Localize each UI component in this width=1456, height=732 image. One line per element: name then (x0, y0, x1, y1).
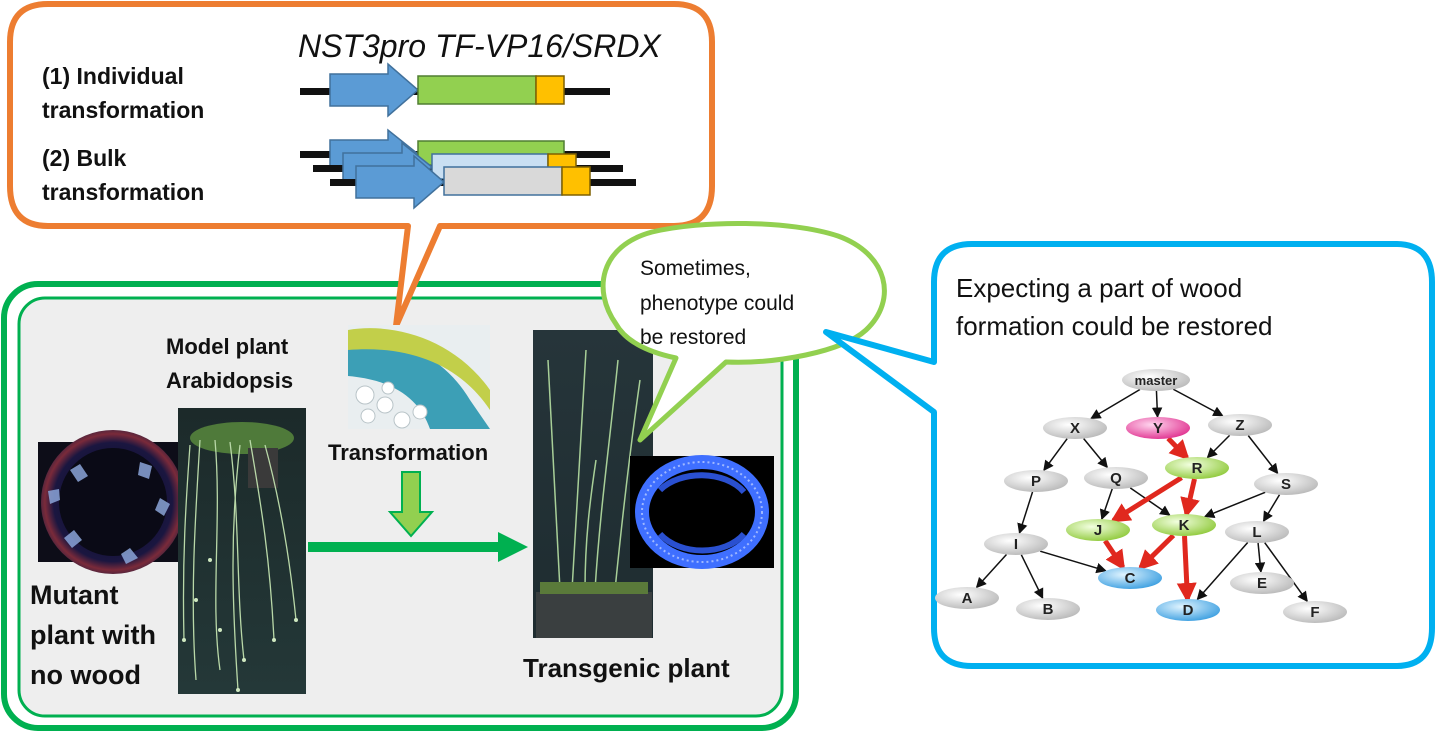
mutant-cross-section-image (38, 430, 188, 574)
transformation-label: Transformation (328, 440, 488, 465)
edge-Z-R (1206, 434, 1231, 459)
node-X (1043, 417, 1107, 439)
edge-I-B (1020, 554, 1044, 600)
edge-Q-J (1099, 488, 1113, 521)
bulk-transformation-label: (2) Bulk transformation (42, 145, 204, 205)
bubble-line-1: Sometimes, (640, 257, 751, 280)
speech-bubble (600, 220, 887, 443)
individual-line-2: transformation (42, 97, 204, 123)
edge-S-L (1262, 494, 1281, 523)
node-label-F: F (1310, 604, 1319, 621)
edge-X-P (1043, 438, 1068, 472)
model-plant-image (178, 408, 306, 694)
node-Y (1126, 417, 1190, 439)
edge-R-K (1180, 478, 1200, 518)
node-J (1066, 519, 1130, 541)
mutant-line-2: plant with (30, 620, 156, 650)
mutant-plant-label: Mutant plant with no wood (30, 580, 164, 690)
bulk-constructs (300, 128, 636, 210)
bulk-line-2: transformation (42, 179, 204, 205)
node-label-P: P (1031, 473, 1041, 490)
construct-title: NST3pro TF-VP16/SRDX (298, 28, 662, 64)
edge-master-X (1090, 388, 1141, 420)
right-arrow-icon (308, 532, 528, 562)
transgenic-cross-section-image (630, 455, 774, 569)
node-label-Z: Z (1235, 417, 1244, 434)
mutant-line-1: Mutant (30, 580, 118, 610)
bulk-line-1: (2) Bulk (42, 145, 127, 171)
individual-line-1: (1) Individual (42, 63, 184, 89)
node-F (1283, 601, 1347, 623)
node-E (1230, 572, 1294, 594)
node-master (1122, 369, 1190, 391)
edge-K-D (1176, 535, 1197, 603)
node-S (1254, 473, 1318, 495)
edge-Z-S (1247, 435, 1279, 475)
node-label-master: master (1135, 373, 1178, 388)
node-P (1004, 470, 1068, 492)
edge-L-D (1196, 542, 1249, 601)
node-D (1156, 599, 1220, 621)
expectation-text: Expecting a part of wood formation could… (956, 273, 1273, 341)
node-label-R: R (1192, 460, 1203, 477)
node-label-Q: Q (1110, 470, 1122, 487)
node-label-S: S (1281, 476, 1291, 493)
bubble-line-3: be restored (640, 326, 746, 349)
edge-J-C (1103, 539, 1126, 571)
edge-R-J (1110, 475, 1183, 523)
transformation-stain-image (348, 325, 490, 429)
model-plant-label: Model plant Arabidopsis (166, 334, 294, 393)
edge-master-Z (1172, 388, 1224, 417)
edge-L-E (1254, 542, 1266, 574)
edge-Q-K (1129, 487, 1171, 516)
speech-bubble-text: Sometimes, phenotype could be restored (640, 257, 800, 349)
node-label-I: I (1014, 536, 1018, 553)
node-label-J: J (1094, 522, 1102, 539)
node-label-C: C (1125, 570, 1136, 587)
node-label-L: L (1252, 524, 1261, 541)
individual-transformation-label: (1) Individual transformation (42, 63, 204, 123)
node-I (984, 533, 1048, 555)
model-plant-line-1: Model plant (166, 334, 289, 359)
transgenic-plant-label: Transgenic plant (523, 653, 730, 683)
node-label-K: K (1179, 517, 1190, 534)
node-label-E: E (1257, 575, 1267, 592)
edge-L-F (1264, 542, 1308, 603)
node-C (1098, 567, 1162, 589)
mutant-line-3: no wood (30, 660, 141, 690)
edge-I-C (1039, 550, 1107, 574)
individual-construct (300, 62, 610, 118)
edge-K-C (1137, 533, 1176, 571)
bubble-line-2: phenotype could (640, 292, 794, 315)
node-R (1165, 457, 1229, 479)
expectation-callout (823, 241, 1435, 669)
node-label-Y: Y (1153, 420, 1163, 437)
node-Z (1208, 414, 1272, 436)
node-B (1016, 598, 1080, 620)
node-K (1152, 514, 1216, 536)
edge-master-Y (1151, 390, 1163, 419)
node-label-X: X (1070, 420, 1080, 437)
node-label-B: B (1043, 601, 1054, 618)
edge-I-A (975, 553, 1008, 589)
transgenic-plant-image (533, 330, 653, 638)
edge-Y-R (1166, 436, 1190, 461)
down-arrow-icon (387, 471, 435, 538)
node-Q (1084, 467, 1148, 489)
node-L (1225, 521, 1289, 543)
edge-X-Q (1083, 438, 1108, 469)
node-label-D: D (1183, 602, 1194, 619)
node-label-A: A (962, 590, 973, 607)
node-A (935, 587, 999, 609)
edge-S-K (1203, 491, 1266, 518)
expect-line-2: formation could be restored (956, 311, 1273, 341)
expect-line-1: Expecting a part of wood (956, 273, 1242, 303)
edge-P-I (1017, 491, 1034, 535)
model-plant-line-2: Arabidopsis (166, 368, 293, 393)
